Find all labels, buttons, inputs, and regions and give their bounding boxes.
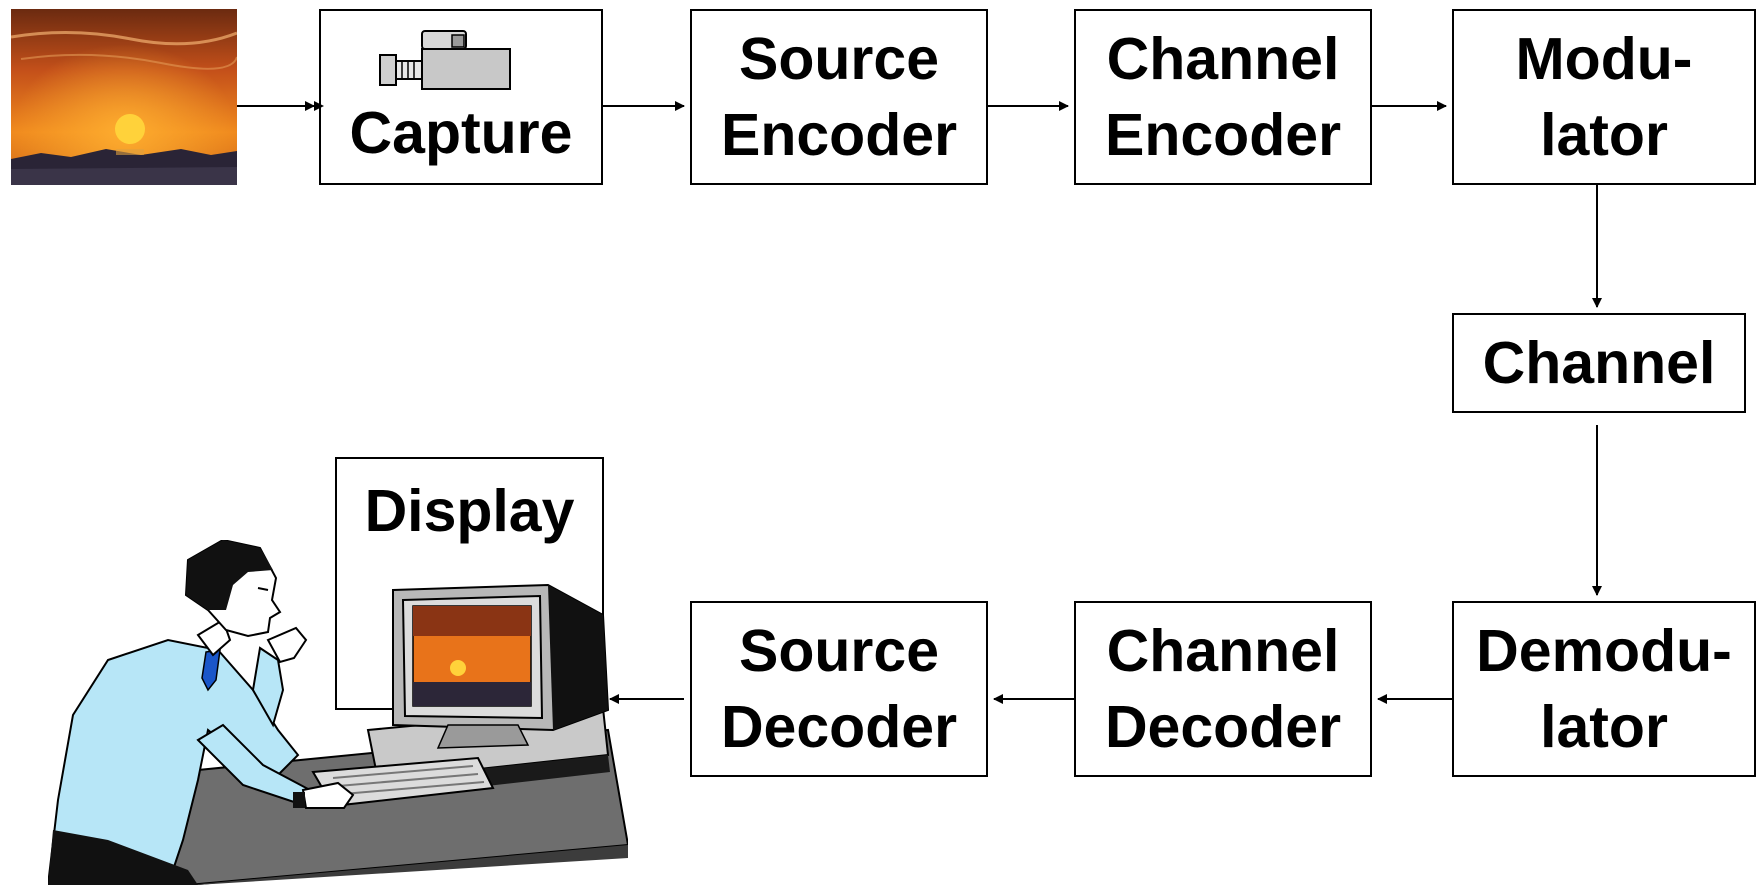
- source-encoder-label-line1: Source: [738, 26, 940, 92]
- channel-decoder-label-line2: Decoder: [1104, 694, 1342, 760]
- sunset-image: [11, 9, 237, 185]
- channel-encoder-label-line1: Channel: [1106, 26, 1340, 92]
- demodulator-block: Demodu- lator: [1452, 601, 1756, 777]
- channel-decoder-label-line1: Channel: [1106, 618, 1340, 684]
- modulator-label-line2: lator: [1540, 102, 1668, 168]
- source-encoder-label-line2: Encoder: [720, 102, 958, 168]
- channel-decoder-block: Channel Decoder: [1074, 601, 1372, 777]
- source-decoder-label-line2: Decoder: [720, 694, 958, 760]
- modulator-block: Modu- lator: [1452, 9, 1756, 185]
- display-label: Display: [364, 478, 575, 544]
- capture-label: Capture: [349, 100, 573, 166]
- channel-block: Channel: [1452, 313, 1746, 413]
- source-decoder-label-line1: Source: [738, 618, 940, 684]
- source-encoder-block: Source Encoder: [690, 9, 988, 185]
- source-decoder-block: Source Decoder: [690, 601, 988, 777]
- demodulator-label-line2: lator: [1540, 694, 1668, 760]
- channel-encoder-block: Channel Encoder: [1074, 9, 1372, 185]
- modulator-label-line1: Modu-: [1515, 26, 1693, 92]
- capture-block: Capture: [319, 9, 603, 185]
- demodulator-label-line1: Demodu-: [1476, 618, 1732, 684]
- channel-label: Channel: [1482, 330, 1716, 396]
- person-at-computer-illustration: [48, 540, 628, 885]
- channel-encoder-label-line2: Encoder: [1104, 102, 1342, 168]
- video-camera-icon: [379, 30, 511, 90]
